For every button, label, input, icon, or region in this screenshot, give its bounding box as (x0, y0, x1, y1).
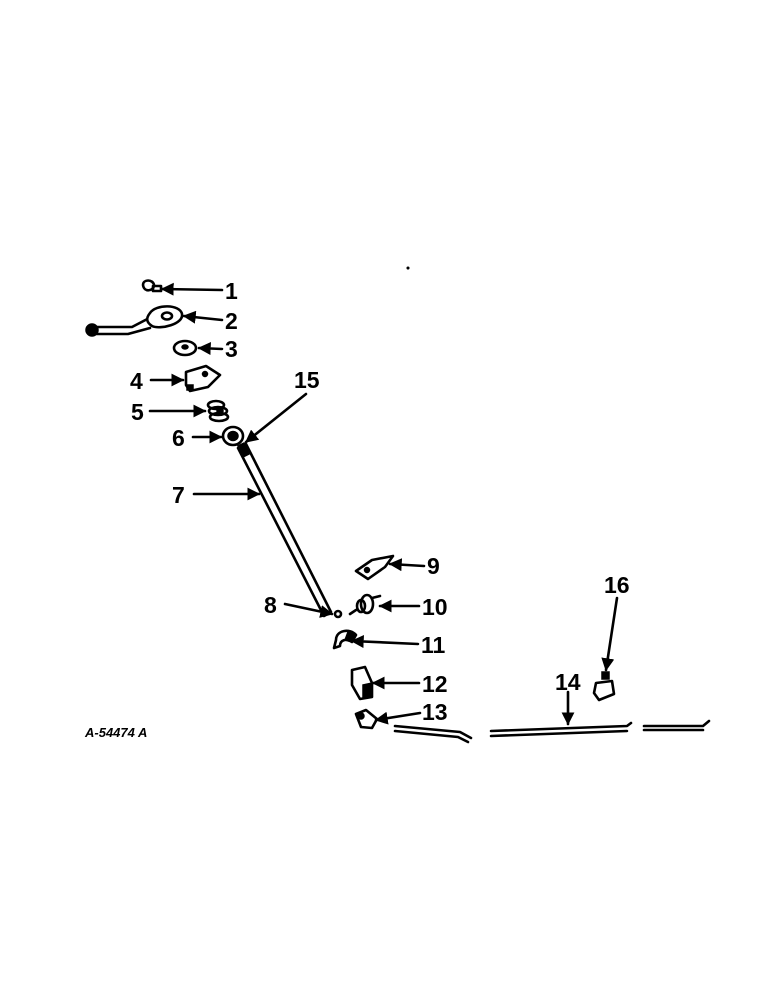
part-7-shift-rod (236, 441, 333, 618)
leader-8 (283, 602, 334, 618)
callout-9: 9 (427, 553, 440, 579)
part-13-elbow (354, 708, 473, 744)
callout-5: 5 (131, 399, 144, 425)
callout-13: 13 (422, 699, 448, 725)
callout-10: 10 (422, 594, 448, 620)
part-11-link (332, 629, 358, 650)
part-2-shift-lever (85, 305, 184, 337)
callout-14: 14 (555, 669, 581, 695)
leader-3 (197, 342, 224, 356)
part-1-screw (141, 279, 163, 293)
callout-4: 4 (130, 368, 143, 394)
part-6-retainer (221, 425, 245, 447)
part-9-bracket (354, 554, 395, 581)
part-8-pin (333, 609, 343, 619)
leader-9 (388, 558, 426, 572)
callout-3: 3 (225, 336, 238, 362)
leader-13 (374, 711, 422, 725)
leader-2 (182, 310, 224, 324)
callout-2: 2 (225, 308, 238, 334)
part-16-fitting (592, 671, 616, 702)
callout-1: 1 (225, 278, 238, 304)
leader-15 (244, 392, 308, 444)
callout-labels: 1 2 3 4 5 6 7 8 9 10 11 12 13 14 15 16 (130, 278, 630, 725)
leader-11 (350, 635, 420, 649)
part-5-spring (206, 399, 230, 423)
speck (406, 266, 410, 270)
callout-7: 7 (172, 482, 185, 508)
leader-16 (601, 596, 619, 672)
callout-12: 12 (422, 671, 448, 697)
part-10-spring (348, 593, 382, 616)
part-3-washer (172, 339, 198, 357)
callout-15: 15 (294, 367, 320, 393)
figure-code: A-54474 A (84, 725, 147, 740)
leader-1 (160, 282, 224, 296)
part-12-coupler (350, 665, 374, 701)
leaders (148, 282, 619, 726)
part-14-tube (489, 719, 711, 738)
callout-16: 16 (604, 572, 630, 598)
callout-11: 11 (421, 632, 446, 658)
callout-6: 6 (172, 425, 185, 451)
part-4-plate (184, 364, 222, 393)
callout-8: 8 (264, 592, 277, 618)
